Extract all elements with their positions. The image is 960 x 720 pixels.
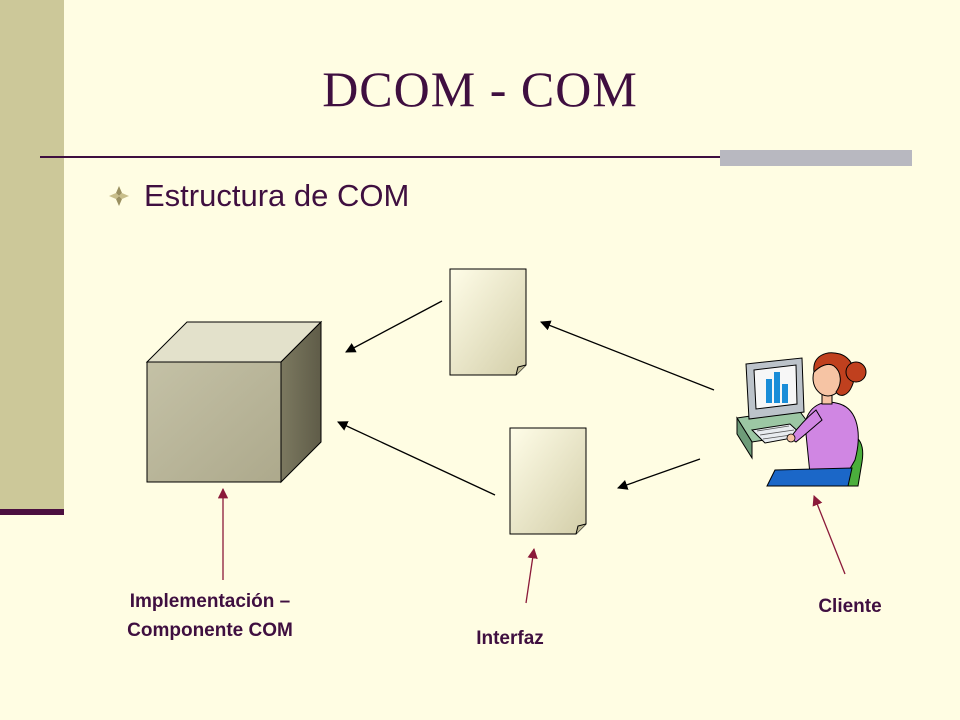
left-sidebar-accent	[0, 509, 64, 515]
label-implementation: Implementación – Componente COM	[90, 587, 330, 645]
interface-document-top	[449, 268, 527, 376]
arrow-client-to-interface-bottom	[617, 458, 701, 490]
client-user-illustration	[736, 352, 867, 487]
bullet-text: Estructura de COM	[144, 178, 410, 213]
bullet-item: Estructura de COM	[108, 178, 409, 214]
label-interface: Interfaz	[476, 628, 544, 649]
label-implementation-line2: Componente COM	[127, 620, 293, 641]
title-divider	[40, 156, 912, 158]
arrow-client-to-interface-top	[540, 320, 715, 391]
callout-arrow-client	[812, 495, 846, 575]
arrow-interface-to-component-top	[345, 300, 443, 353]
diamond-bullet-icon	[109, 186, 129, 206]
label-client: Cliente	[818, 596, 882, 617]
interface-document-bottom	[509, 427, 587, 535]
left-sidebar-band	[0, 0, 64, 510]
label-implementation-line1: Implementación –	[129, 591, 291, 612]
callout-arrow-interface	[525, 547, 538, 604]
com-component-cube	[145, 320, 323, 484]
arrow-interface-to-component-bottom	[337, 421, 496, 496]
slide-title: DCOM - COM	[322, 61, 638, 117]
title-divider-accent	[720, 150, 912, 166]
